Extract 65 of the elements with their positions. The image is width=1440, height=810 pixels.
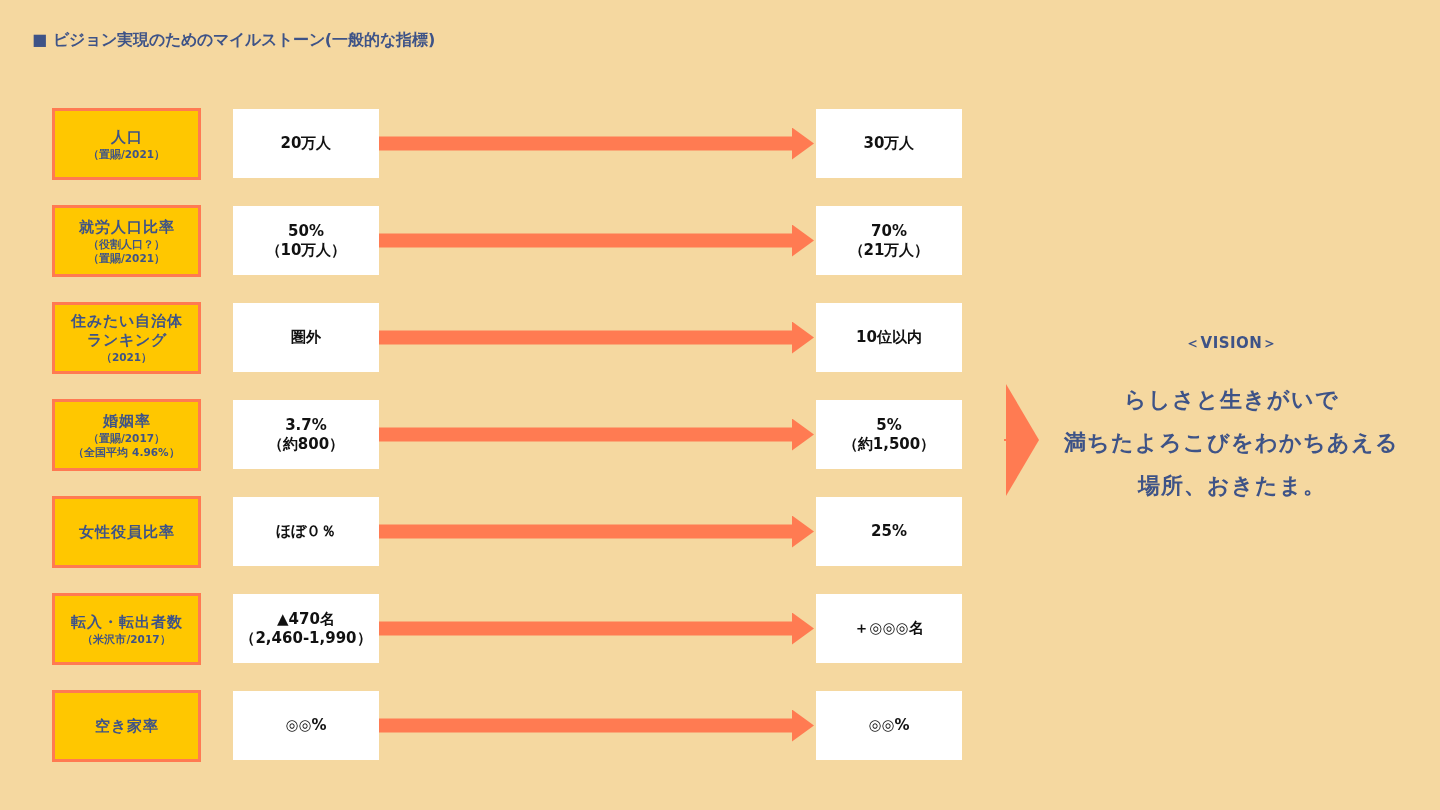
value-text: 10位以内: [856, 328, 922, 347]
arrow: [379, 321, 814, 354]
chevron-arrow: [1003, 384, 1039, 496]
source-note: （置賜/2021）: [87, 250, 166, 265]
current-value-box: [233, 206, 379, 275]
value-text: 70%: [871, 221, 907, 241]
indicator-name: 女性役員比率: [78, 522, 175, 542]
value-text: 30万人: [863, 134, 915, 153]
source-note: （置賜/2017）: [87, 430, 166, 445]
vision-statement: らしさと生きがいで満ちたよろこびをわかちあえる場所、おきたま。: [1063, 386, 1400, 500]
value-text: 3.7%: [285, 415, 327, 435]
target-value-box: [816, 109, 962, 178]
indicator-name: 空き家率: [94, 716, 159, 736]
target-value-box: [816, 691, 962, 760]
target-value-box: [816, 303, 962, 372]
vision-heading: ＜VISION＞: [1185, 333, 1278, 353]
arrow: [379, 127, 814, 160]
current-value-box: [233, 594, 379, 663]
value-text: 20万人: [280, 134, 332, 153]
source-note: （役割人口？）: [88, 236, 165, 251]
value-note: （約1,500）: [842, 434, 936, 454]
value-note: （約800）: [267, 434, 345, 454]
current-value-box: [233, 303, 379, 372]
value-note: （21万人）: [848, 240, 930, 260]
diagram-title: ■ ビジョン実現のためのマイルストーン(一般的な指標): [32, 30, 436, 50]
value-text: ▲470名: [277, 609, 335, 629]
arrow: [379, 418, 814, 451]
indicator-name: 転入・転出者数: [70, 612, 183, 632]
value-text: ◎◎%: [868, 716, 910, 735]
indicator-name: 住みたい自治体ランキング: [69, 312, 184, 350]
indicator-box: [52, 690, 201, 762]
source-note: （2021）: [100, 350, 153, 364]
arrow: [379, 224, 814, 257]
indicator-box: [52, 496, 201, 568]
indicator-box: [52, 205, 201, 277]
value-text: 5%: [876, 415, 902, 435]
indicator-box: [52, 108, 201, 180]
source-note: （全国平均 4.96%）: [73, 444, 180, 459]
indicator-name: 人口: [110, 127, 143, 147]
indicator-box: [52, 399, 201, 471]
source-note: （米沢市/2017）: [82, 631, 171, 646]
indicator-box: [52, 302, 201, 374]
target-value-box: [816, 400, 962, 469]
value-note: （2,460-1,990）: [240, 628, 372, 648]
indicator-name: 就労人口比率: [78, 217, 175, 237]
value-text: 圏外: [291, 328, 321, 347]
current-value-box: [233, 691, 379, 760]
current-value-box: [233, 109, 379, 178]
arrow: [379, 515, 814, 548]
current-value-box: [233, 400, 379, 469]
value-text: ◎◎%: [285, 716, 327, 735]
target-value-box: [816, 497, 962, 566]
arrow: [379, 709, 814, 742]
value-note: （10万人）: [265, 240, 347, 260]
value-text: 25%: [871, 522, 907, 541]
source-note: （置賜/2021）: [87, 146, 166, 161]
indicator-name: 婚姻率: [102, 411, 151, 431]
target-value-box: [816, 206, 962, 275]
target-value-box: [816, 594, 962, 663]
indicator-box: [52, 593, 201, 665]
current-value-box: [233, 497, 379, 566]
value-text: ほぼ０％: [276, 522, 336, 541]
value-text: 50%: [288, 221, 324, 241]
value-text: ＋◎◎◎名: [854, 619, 924, 638]
arrow: [379, 612, 814, 645]
